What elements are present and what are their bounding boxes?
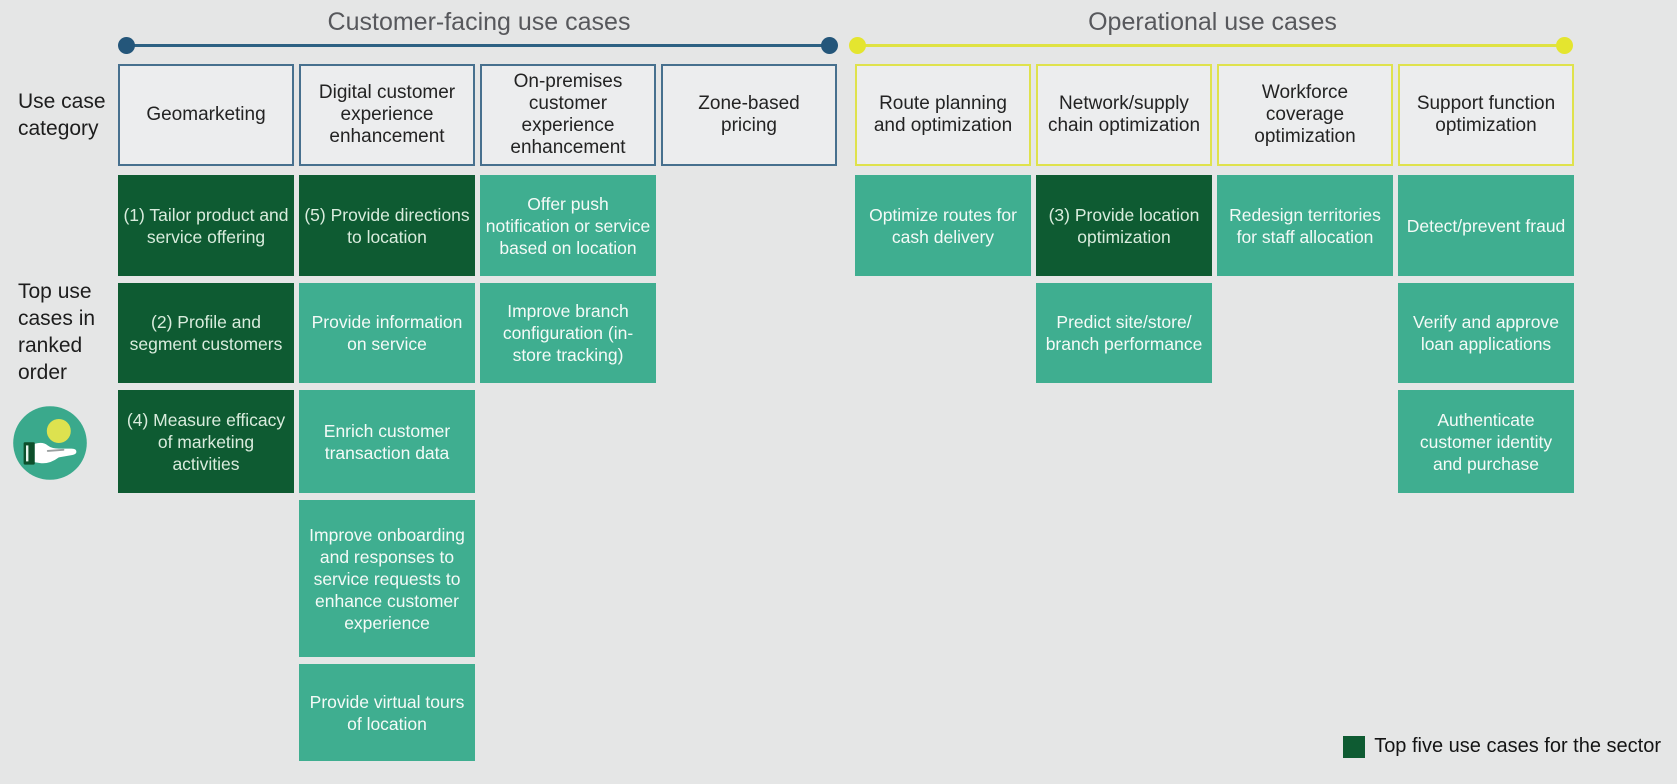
use-case-cell: Enrich customer transaction data [299,390,475,493]
customer-facing-group-title: Customer-facing use cases [327,8,631,36]
use-case-cell: (5) Provide directions to location [299,175,475,276]
column-geomarketing: Geomarketing (1) Tailor product and serv… [118,64,294,768]
use-case-cell: (3) Provide location optimization [1036,175,1212,276]
use-case-cell: (4) Measure efficacy of marketing activi… [118,390,294,493]
column-workforce-coverage: Workforce coverage optimization Redesign… [1217,64,1393,768]
legend-label: Top five use cases for the sector [1374,735,1661,757]
customer-facing-bracket-line [118,37,838,54]
use-case-cell: Verify and approve loan applications [1398,283,1574,383]
use-case-cell: Authenticate customer identity and purch… [1398,390,1574,493]
column-zone-based-pricing: Zone-based pricing [661,64,837,768]
use-case-cell: Improve branch configuration (in-store t… [480,283,656,383]
use-case-category-label: Use case category [18,90,106,140]
column-header-geomarketing: Geomarketing [118,64,294,166]
legend: Top five use cases for the sector [1343,735,1661,758]
operational-group-title: Operational use cases [1088,8,1337,36]
use-case-cell: Offer push notification or service based… [480,175,656,276]
use-case-cell: Predict site/store/ branch performance [1036,283,1212,383]
use-case-matrix: Geomarketing (1) Tailor product and serv… [118,64,1579,768]
use-case-cell: (2) Profile and segment customers [118,283,294,383]
column-header-workforce-coverage: Workforce coverage optimization [1217,64,1393,166]
operational-bracket-line [849,37,1573,54]
column-header-support-function: Support function optimization [1398,64,1574,166]
use-case-cell: (1) Tailor product and service offering [118,175,294,276]
use-case-cell: Provide virtual tours of location [299,664,475,761]
use-case-cell: Detect/prevent fraud [1398,175,1574,276]
column-digital-customer-experience: Digital customer experience enhancement … [299,64,475,768]
column-route-planning: Route planning and optimization Optimize… [855,64,1031,768]
use-case-cell: Optimize routes for cash delivery [855,175,1031,276]
column-header-network-supply-chain: Network/supply chain optimization [1036,64,1212,166]
column-header-digital-customer-experience: Digital customer experience enhancement [299,64,475,166]
column-network-supply-chain: Network/supply chain optimization (3) Pr… [1036,64,1212,768]
column-on-premises-customer-experience: On-premises customer experience enhancem… [480,64,656,768]
use-case-cell: Improve onboarding and responses to serv… [299,500,475,657]
top-five-legend-swatch [1343,735,1366,758]
column-header-zone-based-pricing: Zone-based pricing [661,64,837,166]
ranked-order-label: Top use cases in ranked order [18,280,96,384]
column-support-function: Support function optimization Detect/pre… [1398,64,1574,768]
column-header-route-planning: Route planning and optimization [855,64,1031,166]
column-header-on-premises-customer-experience: On-premises customer experience enhancem… [480,64,656,166]
hand-offering-coin-icon [10,403,90,483]
use-case-cell: Provide information on service [299,283,475,383]
use-case-cell: Redesign territories for staff allocatio… [1217,175,1393,276]
